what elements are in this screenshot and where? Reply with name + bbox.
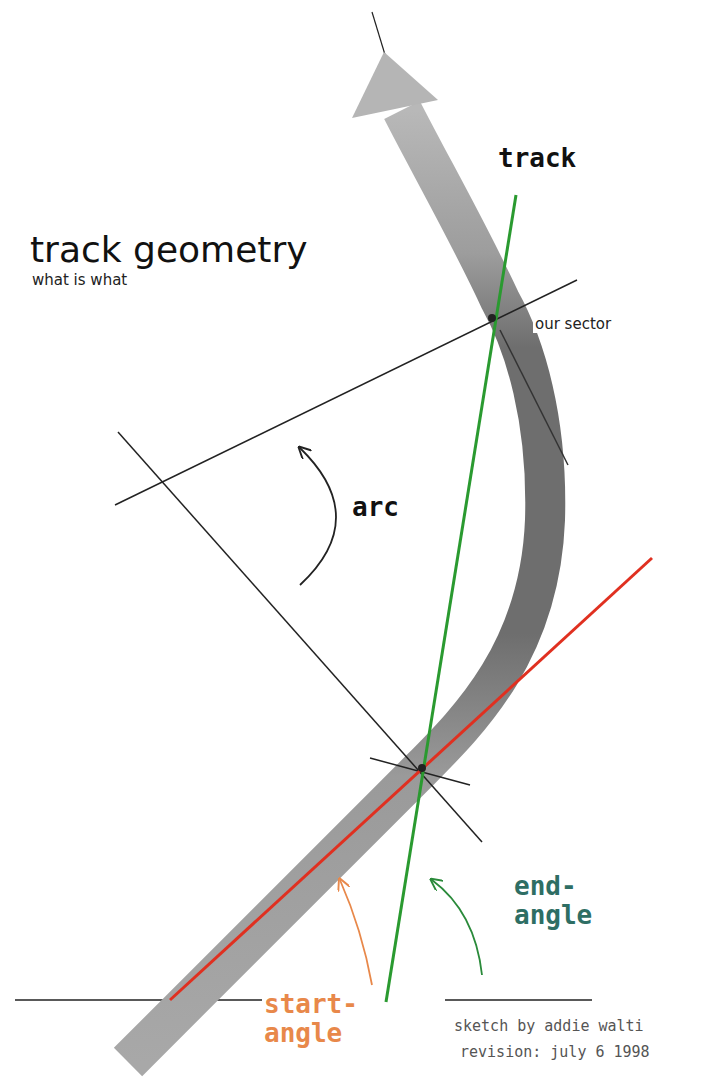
normal-line: [118, 432, 482, 842]
diagram-title: track geometry: [28, 230, 310, 270]
sector-start-point: [418, 764, 426, 772]
author-note: sketch by addie walti: [452, 1018, 646, 1035]
sector-label: our sector: [533, 316, 613, 333]
end-angle-arrow: [432, 880, 482, 975]
start-tangent: [170, 558, 652, 1000]
revision-note: revision: july 6 1998: [458, 1044, 652, 1061]
arc-label: arc: [350, 493, 401, 522]
base-line: [15, 999, 262, 1001]
track-label: track: [496, 144, 578, 173]
subtitle-note: what is what: [30, 272, 129, 289]
arc-arrow: [300, 448, 336, 585]
end-line: [386, 195, 516, 1002]
track-direction-line: [372, 12, 386, 58]
sector-line: [115, 280, 577, 505]
start-angle-label: start- angle: [262, 990, 372, 1047]
sector-marker: [500, 330, 568, 465]
base-line: [445, 999, 592, 1001]
start-angle-arrow: [340, 880, 372, 985]
sector-end-point: [488, 314, 496, 322]
track-arrowhead: [352, 52, 438, 118]
end-angle-label: end- angle: [512, 872, 626, 929]
